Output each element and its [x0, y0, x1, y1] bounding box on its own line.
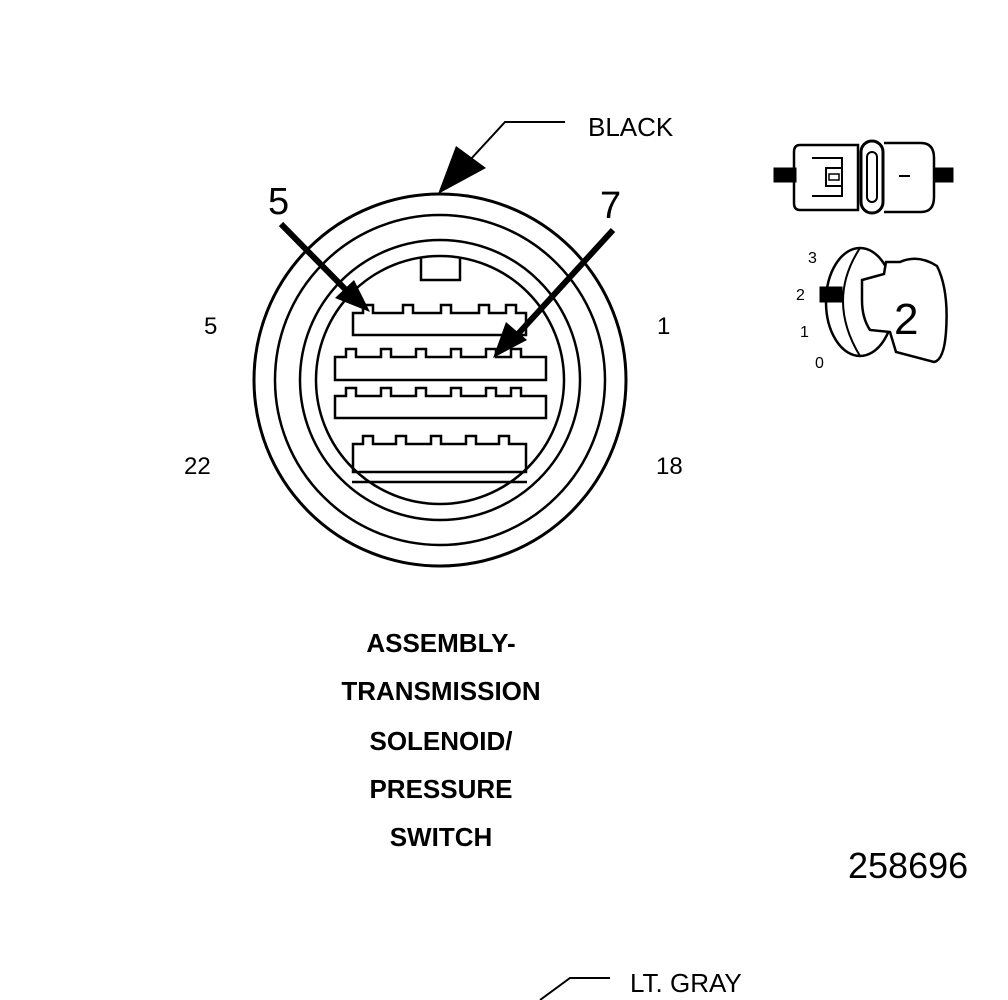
component-title: ASSEMBLY- TRANSMISSION SOLENOID/ PRESSUR… [341, 628, 540, 852]
position-scale-2: 2 [796, 287, 805, 304]
title-line-4: PRESSURE [369, 774, 512, 804]
pin-label-18: 18 [656, 453, 683, 480]
key-notch [419, 258, 462, 282]
terminal-row-1 [351, 303, 528, 337]
position-scale-3: 3 [808, 250, 817, 267]
lt-gray-leader [539, 977, 610, 1000]
title-line-3: SOLENOID/ [369, 726, 512, 756]
pin-label-5: 5 [204, 313, 217, 340]
pin-label-1: 1 [657, 313, 670, 340]
terminal-row-2 [333, 347, 548, 382]
color-label-black: BLACK [588, 112, 674, 142]
callout-number-7: 7 [600, 185, 621, 227]
figure-number: 258696 [848, 845, 968, 886]
callout-number-5: 5 [268, 181, 289, 223]
position-scale-1: 1 [800, 324, 809, 341]
connector-face [252, 192, 628, 568]
title-line-1: ASSEMBLY- [366, 628, 515, 658]
terminal-row-4 [351, 434, 528, 474]
position-selector-icon [819, 246, 948, 364]
connector-side-view-icon [773, 139, 954, 215]
title-line-2: TRANSMISSION [341, 676, 540, 706]
callout-arrow-7 [493, 227, 616, 358]
terminal-row-3 [333, 386, 548, 420]
callout-arrow-5 [278, 221, 370, 312]
color-label-lt-gray: LT. GRAY [630, 968, 742, 998]
pin-label-22: 22 [184, 453, 211, 480]
position-value: 2 [894, 295, 918, 344]
title-line-5: SWITCH [390, 822, 493, 852]
black-leader [438, 121, 565, 194]
position-scale-0: 0 [815, 355, 824, 372]
